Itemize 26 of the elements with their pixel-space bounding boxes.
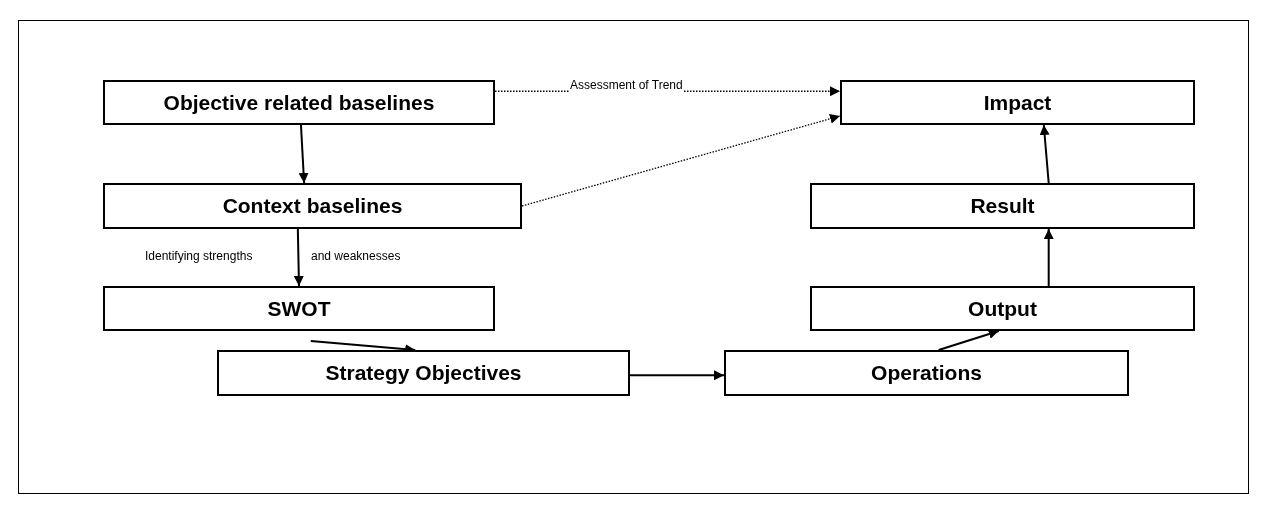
process-box: [103, 286, 495, 331]
arrow: [1043, 228, 1054, 287]
process-box: [103, 80, 495, 125]
process-box: [724, 350, 1129, 396]
arrow: [298, 124, 309, 184]
arrow: [293, 228, 304, 287]
arrow: [629, 370, 725, 381]
node-text: Strategy Objectives: [325, 361, 522, 385]
node-text: Result: [970, 194, 1035, 218]
process-box: [810, 183, 1195, 229]
edge-label: Assessment of Trend: [570, 79, 683, 93]
node-text: Objective related baselines: [163, 90, 435, 115]
annotation-text: Identifying strengths: [145, 249, 253, 263]
arrow: [937, 329, 1000, 351]
node-text: SWOT: [267, 296, 331, 321]
annotation-text: and weaknesses: [311, 249, 401, 263]
node-text: Context baselines: [222, 194, 403, 218]
process-box: [810, 286, 1195, 331]
process-box: [103, 183, 522, 229]
arrow: [521, 113, 841, 207]
node-text: Impact: [983, 90, 1052, 115]
node-text: Operations: [871, 361, 982, 385]
node-text: Output: [968, 296, 1037, 321]
arrow: [1039, 124, 1050, 184]
process-box: [840, 80, 1195, 125]
process-box: [217, 350, 630, 396]
